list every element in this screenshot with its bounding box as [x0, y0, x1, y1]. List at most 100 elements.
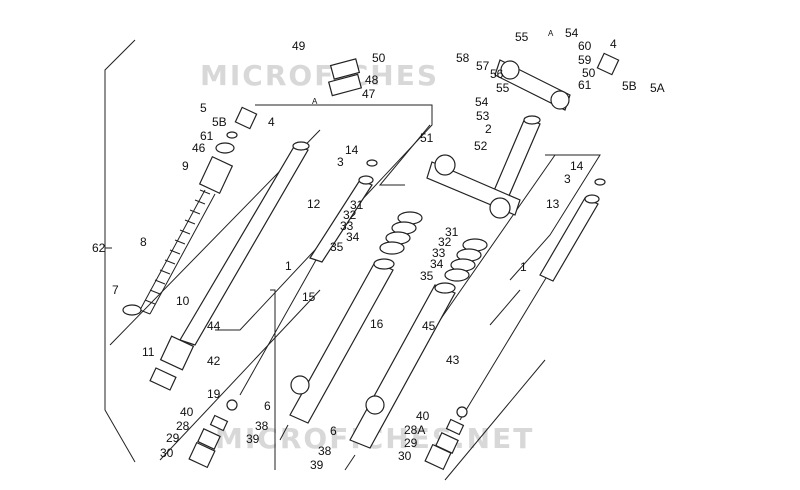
label-32-right: 32	[438, 235, 452, 249]
label-35-left: 35	[330, 240, 344, 254]
label-40-right: 40	[416, 409, 430, 423]
tube-10	[179, 141, 310, 346]
label-8: 8	[140, 235, 147, 249]
label-38-right: 38	[318, 444, 332, 458]
label-3-right: 3	[564, 172, 571, 186]
part-9	[198, 155, 234, 195]
label-A-left: A	[312, 97, 318, 106]
label-42: 42	[207, 354, 221, 368]
label-45: 45	[422, 319, 436, 333]
label-49: 49	[292, 39, 306, 53]
frame-right-top	[509, 154, 601, 281]
label-46: 46	[192, 141, 206, 155]
label-33-right: 33	[432, 246, 446, 260]
label-34-right: 34	[430, 257, 444, 271]
label-4-left: 4	[268, 115, 275, 129]
damper-rod-13	[459, 178, 606, 421]
label-5A: 5A	[650, 81, 665, 95]
label-39-left: 39	[246, 432, 260, 446]
label-6-left: 6	[264, 399, 271, 413]
label-11: 11	[142, 345, 155, 359]
ring-stack-left	[379, 211, 423, 255]
label-61-left: 61	[200, 129, 214, 143]
label-7: 7	[112, 283, 119, 297]
label-39-right: 39	[310, 458, 324, 472]
label-2: 2	[485, 122, 492, 136]
slider-15	[289, 258, 395, 424]
label-10: 10	[176, 294, 190, 308]
bolt-38-right	[344, 454, 356, 471]
label-57: 57	[476, 59, 490, 73]
frame-right-diag	[439, 154, 556, 321]
label-51: 51	[420, 131, 434, 145]
upper-crown	[494, 59, 571, 111]
label-14-left: 14	[345, 143, 359, 157]
label-28: 28	[176, 419, 190, 433]
label-58: 58	[456, 51, 470, 65]
label-6-right: 6	[330, 424, 337, 438]
slider-16	[349, 282, 456, 449]
label-59: 59	[578, 53, 592, 67]
bracket-47-48	[327, 58, 363, 97]
label-3-left: 3	[337, 155, 344, 169]
frame-left-top	[215, 104, 433, 331]
label-5B-right: 5B	[622, 79, 637, 93]
label-33-left: 33	[340, 219, 354, 233]
label-55-mid: 55	[496, 81, 510, 95]
label-47: 47	[362, 87, 376, 101]
label-14-right: 14	[570, 159, 584, 173]
label-1-right: 1	[520, 260, 527, 274]
label-31-left: 31	[350, 198, 364, 212]
label-48: 48	[365, 73, 379, 87]
label-35-right: 35	[420, 269, 434, 283]
frame-right-bottom	[444, 359, 546, 481]
label-56: 56	[490, 67, 504, 81]
label-5B-left: 5B	[212, 115, 227, 129]
label-4-right: 4	[610, 37, 617, 51]
label-19: 19	[207, 387, 221, 401]
lower-crown-51	[426, 154, 521, 219]
frame-mid	[378, 124, 431, 186]
label-29-right: 29	[404, 436, 418, 450]
spring-8	[139, 189, 216, 315]
label-60: 60	[578, 39, 592, 53]
label-43: 43	[446, 353, 460, 367]
watermark-top: MICROFICHES	[200, 59, 439, 92]
frame-right-mid	[489, 289, 521, 326]
label-13: 13	[546, 197, 560, 211]
damper-rod-12	[239, 159, 378, 396]
label-44: 44	[207, 319, 221, 333]
label-55-top: 55	[515, 30, 529, 44]
bolt-38-left	[279, 424, 289, 441]
label-52: 52	[474, 139, 488, 153]
label-5: 5	[200, 101, 207, 115]
frame-mid2	[270, 289, 276, 470]
label-38-left: 38	[255, 419, 269, 433]
ring-stack-right	[444, 238, 488, 282]
label-54-top: 54	[565, 26, 579, 40]
label-50-right: 50	[582, 66, 596, 80]
part-5a-cap	[596, 52, 620, 76]
label-15: 15	[302, 290, 316, 304]
label-61-right: 61	[578, 78, 592, 92]
part-7	[122, 304, 142, 316]
part-11b	[149, 367, 177, 391]
label-30-left: 30	[160, 446, 174, 460]
label-1-left: 1	[285, 259, 292, 273]
label-29-left: 29	[166, 431, 180, 445]
label-31-right: 31	[445, 225, 459, 239]
label-54-mid: 54	[475, 95, 489, 109]
label-30-right: 30	[398, 449, 412, 463]
label-16: 16	[370, 317, 384, 331]
label-34-left: 34	[346, 230, 360, 244]
part-11	[159, 335, 195, 371]
label-A-right: A	[548, 29, 554, 38]
part-5-cap	[234, 106, 258, 130]
label-12: 12	[307, 197, 321, 211]
label-9: 9	[182, 159, 189, 173]
label-53: 53	[476, 109, 490, 123]
label-28A: 28A	[404, 423, 425, 437]
label-62: 62	[92, 241, 106, 255]
